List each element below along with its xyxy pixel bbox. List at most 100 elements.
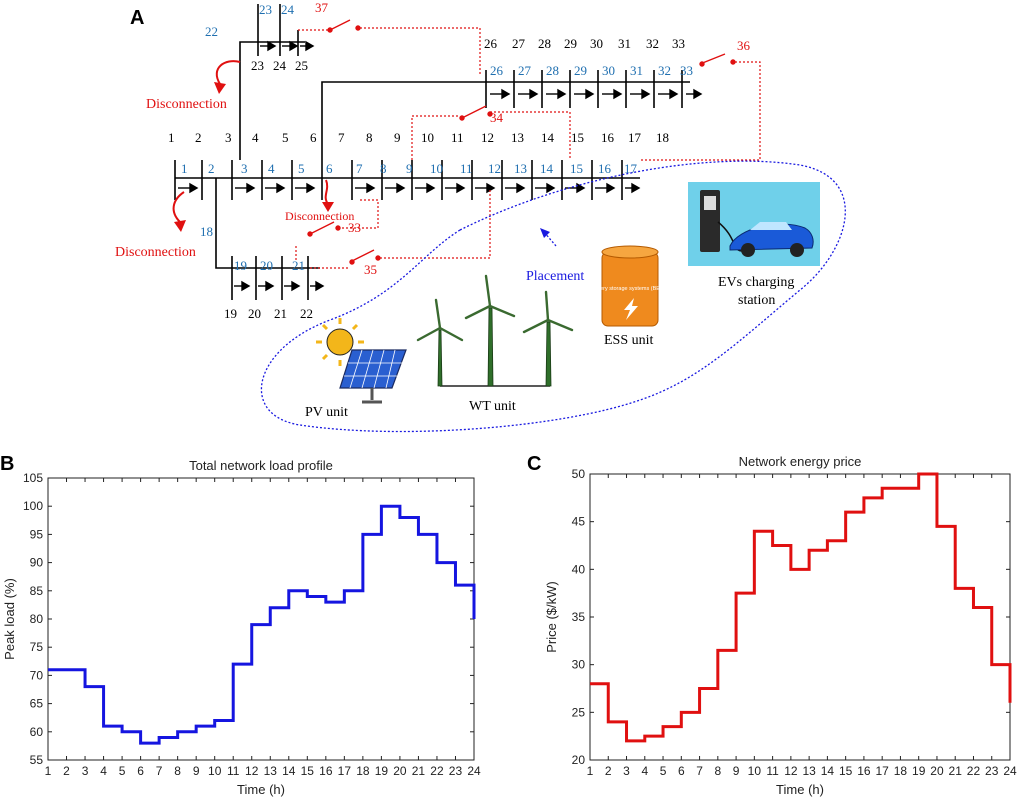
pv-unit-label: PV unit [305, 405, 348, 420]
x-tick-label: 14 [282, 764, 296, 778]
x-tick-label: 17 [875, 764, 889, 778]
upper-bus-label: 26 [484, 36, 498, 51]
main-bus-label: 7 [338, 130, 345, 145]
y-tick-label: 100 [23, 499, 43, 513]
main-bus-label-blue: 4 [268, 161, 275, 176]
y-tick-label: 25 [572, 705, 586, 719]
branch-bus-labels: 22 23 24 23 24 25 18 19 20 21 19 20 21 2… [200, 2, 313, 321]
tie-label-36: 36 [737, 38, 751, 53]
x-tick-label: 19 [912, 764, 926, 778]
y-tick-label: 65 [30, 697, 44, 711]
main-bus-label-blue: 2 [208, 161, 215, 176]
main-bus-label: 5 [282, 130, 289, 145]
pv-unit-icon [316, 318, 407, 404]
x-tick-label: 24 [1003, 764, 1017, 778]
x-tick-label: 17 [338, 764, 352, 778]
bus-label-19b: 19 [224, 306, 237, 321]
upper-bus-label: 31 [618, 36, 631, 51]
y-tick-label: 105 [23, 471, 43, 485]
bus-label-20b: 20 [248, 306, 261, 321]
tie-label-35: 35 [364, 262, 377, 277]
y-tick-label: 45 [572, 515, 586, 529]
x-tick-label: 24 [467, 764, 481, 778]
main-bus-label: 6 [310, 130, 317, 145]
bus-label-24b: 24 [273, 58, 287, 73]
bus-label-22: 22 [205, 24, 218, 39]
upper-bus-label-blue: 33 [680, 63, 693, 78]
x-tick-label: 2 [605, 764, 612, 778]
upper-bus-label-blue: 30 [602, 63, 615, 78]
main-bus-label: 12 [481, 130, 494, 145]
x-tick-label: 23 [985, 764, 999, 778]
x-tick-label: 12 [784, 764, 798, 778]
main-bus-label: 16 [601, 130, 615, 145]
upper-bus-label: 32 [646, 36, 659, 51]
ev-label-1: EVs charging [718, 275, 794, 290]
main-bus-label: 10 [421, 130, 434, 145]
x-tick-label: 10 [208, 764, 222, 778]
x-tick-label: 1 [587, 764, 594, 778]
x-tick-label: 10 [748, 764, 762, 778]
x-tick-label: 9 [733, 764, 740, 778]
main-bus-label-blue: 5 [298, 161, 305, 176]
disconnection-label-3: Disconnection [285, 209, 354, 223]
tie-label-33: 33 [348, 220, 361, 235]
network-lines [174, 4, 690, 300]
main-bus-label: 14 [541, 130, 555, 145]
ess-unit-icon: battery storage systems (BESS) [591, 245, 669, 327]
x-tick-label: 11 [227, 764, 240, 778]
x-tick-label: 6 [137, 764, 144, 778]
load-arrows [178, 40, 703, 292]
x-tick-label: 2 [63, 764, 70, 778]
upper-bus-label-blue: 31 [630, 63, 643, 78]
tie-label-34: 34 [490, 110, 504, 125]
wt-unit-label: WT unit [469, 399, 516, 414]
bus-label-20: 20 [260, 258, 273, 273]
main-bus-label: 11 [451, 130, 464, 145]
plot-frame [47, 477, 475, 761]
main-bus-label-blue: 3 [241, 161, 248, 176]
x-tick-label: 21 [412, 764, 426, 778]
x-tick-label: 4 [100, 764, 107, 778]
upper-bus-label: 28 [538, 36, 551, 51]
bus-label-23b: 23 [251, 58, 264, 73]
x-tick-label: 23 [449, 764, 463, 778]
main-bus-label-blue: 9 [406, 161, 413, 176]
bus-label-21: 21 [292, 258, 305, 273]
main-bus-label-blue: 15 [570, 161, 583, 176]
upper-bus-label-blue: 28 [546, 63, 559, 78]
main-bus-label-blue: 7 [356, 161, 363, 176]
y-tick-label: 50 [572, 467, 586, 481]
y-tick-label: 85 [30, 584, 44, 598]
main-bus-label: 13 [511, 130, 524, 145]
bus-label-23: 23 [259, 2, 272, 17]
series-line [48, 504, 476, 745]
upper-bus-label: 33 [672, 36, 685, 51]
x-tick-label: 3 [82, 764, 89, 778]
x-tick-label: 6 [678, 764, 685, 778]
x-tick-label: 19 [375, 764, 389, 778]
x-tick-label: 11 [766, 764, 779, 778]
x-tick-label: 16 [319, 764, 333, 778]
main-bus-label: 4 [252, 130, 259, 145]
y-tick-label: 75 [30, 640, 44, 654]
x-tick-label: 22 [430, 764, 444, 778]
x-tick-label: 8 [714, 764, 721, 778]
network-diagram: A [115, 0, 846, 433]
x-tick-label: 4 [641, 764, 648, 778]
tie-switches [307, 19, 736, 265]
main-bus-label: 9 [394, 130, 401, 145]
panel-b-letter: B [0, 453, 14, 475]
ess-battery-text: battery storage systems (BESS) [591, 286, 669, 292]
x-tick-label: 21 [949, 764, 963, 778]
ev-label-2: station [738, 293, 775, 308]
placement-label: Placement [526, 269, 584, 284]
bus-label-25b: 25 [295, 58, 308, 73]
main-bus-label: 8 [366, 130, 373, 145]
y-tick-label: 90 [30, 556, 44, 570]
main-bus-label: 1 [168, 130, 175, 145]
panel-a-letter: A [130, 7, 144, 29]
x-tick-label: 20 [393, 764, 407, 778]
